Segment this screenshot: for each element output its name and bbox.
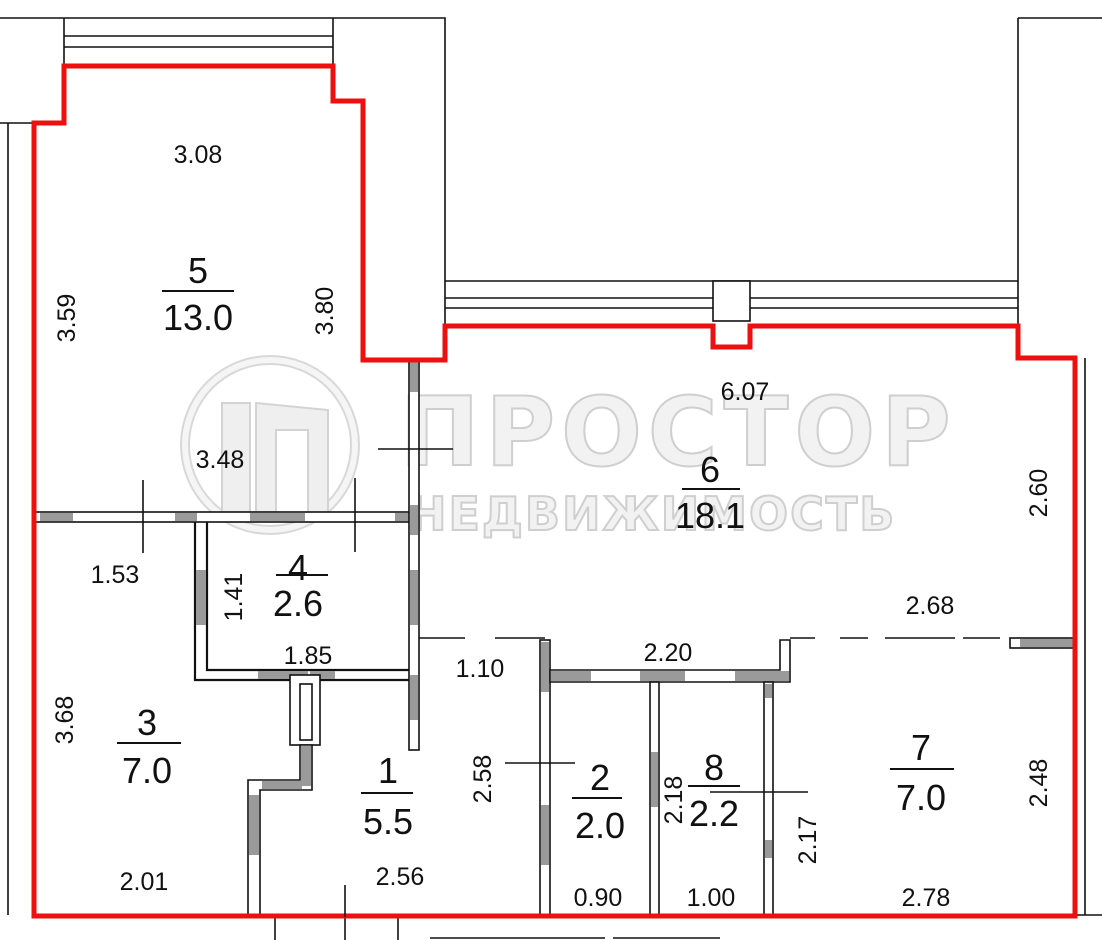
dim-room7-bottom: 2.78 — [902, 884, 951, 912]
watermark-logo-icon — [180, 355, 360, 535]
room-number: 7 — [911, 727, 931, 768]
dim-room4-left: 1.41 — [220, 573, 248, 622]
vertical-dimension-labels: 3.59 3.80 2.60 3.68 1.41 2.58 2.18 2.17 … — [51, 287, 1053, 865]
dim-bath-top: 2.20 — [644, 639, 693, 667]
dim-room5-top: 3.08 — [174, 141, 223, 169]
dim-room8-bottom: 1.00 — [687, 884, 736, 912]
dim-room5-bottom: 3.48 — [196, 446, 245, 474]
room-8: 8 2.2 — [688, 747, 740, 834]
apartment-boundary — [31, 63, 1078, 919]
room-5: 5 13.0 — [162, 250, 234, 338]
room-number: 8 — [704, 747, 724, 788]
watermark-subtitle: НЕДВИЖИМОСТЬ — [408, 487, 896, 541]
interior-walls — [33, 359, 1076, 918]
room-4: 4 2.6 — [273, 547, 328, 624]
room-2: 2 2.0 — [572, 757, 625, 846]
dim-room5-left: 3.59 — [53, 294, 81, 343]
dim-room4-bottom: 1.85 — [284, 642, 333, 670]
room-7: 7 7.0 — [890, 727, 954, 818]
dim-room8-right: 2.17 — [794, 816, 822, 865]
dim-room3-top: 1.53 — [91, 561, 140, 589]
dim-room7-right: 2.48 — [1025, 759, 1053, 808]
room-area: 7.0 — [896, 777, 946, 818]
room-number: 6 — [700, 449, 720, 490]
room-area: 18.1 — [675, 495, 745, 536]
room-3: 3 7.0 — [117, 702, 181, 791]
dim-room6-bottom-right: 2.68 — [906, 592, 955, 620]
room-number: 1 — [378, 750, 398, 791]
dim-room1-top: 1.10 — [456, 655, 505, 683]
room-area: 5.5 — [363, 801, 413, 842]
dim-room8-left: 2.18 — [660, 776, 688, 825]
room-number: 4 — [288, 547, 308, 588]
dim-room6-right: 2.60 — [1025, 469, 1053, 518]
dim-room6-top: 6.07 — [721, 378, 770, 406]
room-1: 1 5.5 — [361, 750, 413, 842]
dim-room3-left: 3.68 — [51, 696, 79, 745]
room-area: 7.0 — [122, 750, 172, 791]
room-6: 6 18.1 — [675, 449, 745, 536]
room-number: 3 — [137, 702, 157, 743]
watermark-brand: ПРОСТОР — [400, 378, 957, 488]
dimension-labels: 3.08 3.48 6.07 2.68 1.53 2.01 1.85 1.10 … — [91, 141, 955, 912]
room-area: 2.0 — [575, 805, 625, 846]
dim-room5-right: 3.80 — [311, 287, 339, 336]
room-number: 5 — [188, 250, 208, 291]
dim-room3-bottom: 2.01 — [120, 868, 169, 896]
dim-room1-bottom: 2.56 — [376, 863, 425, 891]
building-outline — [0, 17, 1102, 940]
dim-room1-right: 2.58 — [469, 755, 497, 804]
dim-room2-bottom: 0.90 — [574, 884, 623, 912]
dimension-lines — [142, 448, 808, 917]
room-number: 2 — [590, 757, 610, 798]
room-area: 2.6 — [273, 583, 323, 624]
room-area: 13.0 — [163, 297, 233, 338]
room-area: 2.2 — [689, 793, 739, 834]
